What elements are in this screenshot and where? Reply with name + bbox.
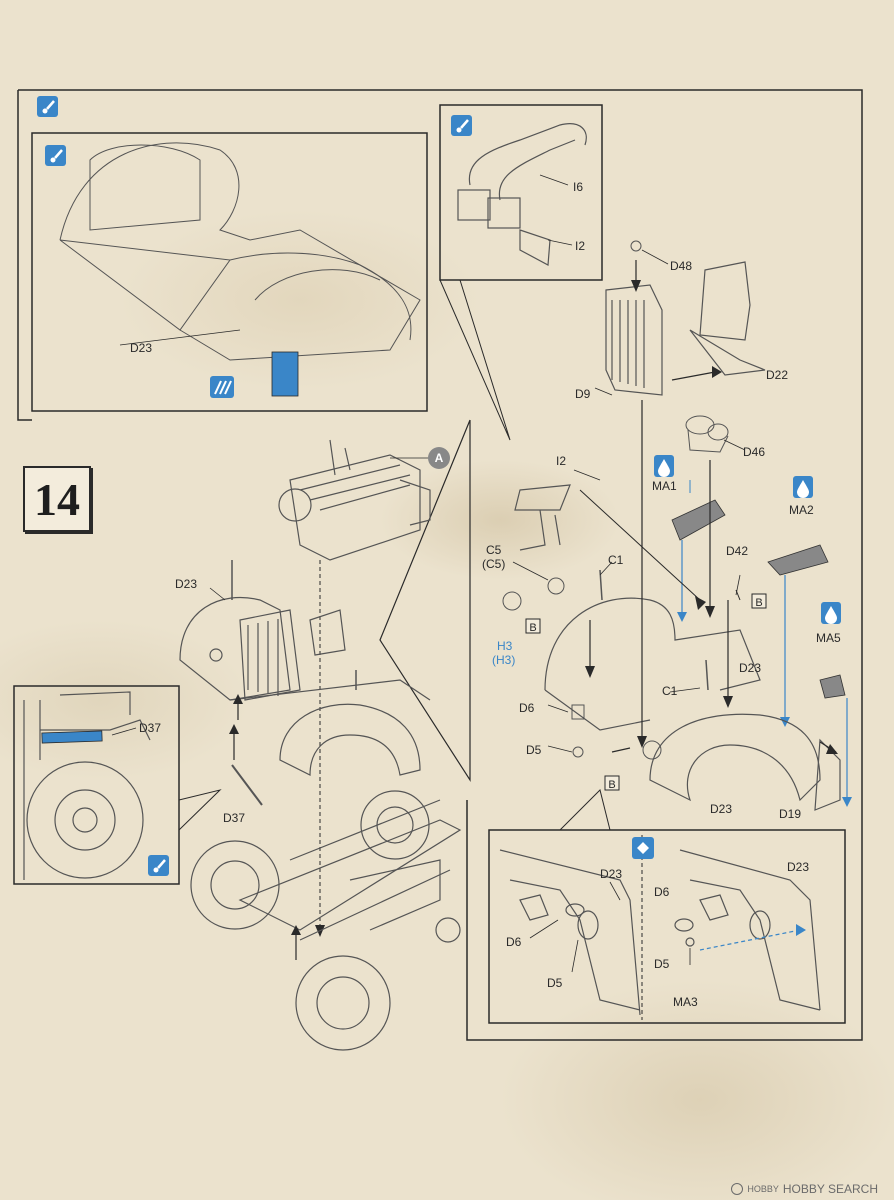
watermark-brand: HOBBY SEARCH xyxy=(782,1182,878,1196)
label-d5: D5 xyxy=(547,976,563,990)
fender-detail-frame xyxy=(31,132,428,412)
water-drop-icon xyxy=(821,602,841,624)
water-drop-icon xyxy=(793,476,813,498)
label-c1: C1 xyxy=(608,553,624,567)
label-c5: C5 xyxy=(486,543,502,557)
left-fender-assembly xyxy=(179,596,431,776)
ma2-part xyxy=(767,544,829,576)
chassis-drawing xyxy=(190,790,462,1051)
hobby-search-logo-icon xyxy=(731,1183,744,1195)
label-d23: D23 xyxy=(130,341,152,355)
label-d48: D48 xyxy=(670,259,692,273)
label-d6: D6 xyxy=(654,885,670,899)
main-frame xyxy=(18,89,863,1041)
label-ma3: MA3 xyxy=(673,995,698,1009)
radiator-drawing xyxy=(605,261,766,396)
callout-b-text: B xyxy=(755,597,762,609)
label-d23: D23 xyxy=(710,802,732,816)
label-i2: I2 xyxy=(556,454,566,468)
label-d22: D22 xyxy=(766,368,788,382)
label-i6: I6 xyxy=(573,180,583,194)
callout-b-text: B xyxy=(529,622,536,634)
engine-drawing xyxy=(278,439,431,561)
callout-b-box xyxy=(604,775,620,791)
label-d37: D37 xyxy=(139,721,161,735)
paint-marker-icon xyxy=(451,115,472,136)
radiator-hose-drawing xyxy=(457,123,587,266)
callout-a-text: A xyxy=(435,451,444,465)
label-c5-alt: (C5) xyxy=(482,557,505,571)
paint-marker-icon xyxy=(148,855,169,876)
label-c1: C1 xyxy=(662,684,678,698)
fender-paint-area xyxy=(271,351,299,397)
wheel-detail-frame xyxy=(13,685,180,885)
ma5-part xyxy=(819,674,846,699)
label-ma5: MA5 xyxy=(816,631,841,645)
label-d23: D23 xyxy=(739,661,761,675)
label-d6: D6 xyxy=(506,935,522,949)
label-d23: D23 xyxy=(600,867,622,881)
label-ma2: MA2 xyxy=(789,503,814,517)
label-h3: H3 xyxy=(497,639,513,653)
watermark-sub: HOBBY xyxy=(747,1184,779,1194)
mounting-detail-frame xyxy=(488,829,846,1024)
label-d5: D5 xyxy=(654,957,670,971)
label-d23: D23 xyxy=(175,577,197,591)
d37-paint-area xyxy=(41,730,103,744)
label-d37: D37 xyxy=(223,811,245,825)
d46-part xyxy=(685,415,729,453)
label-h3-alt: (H3) xyxy=(492,653,515,667)
label-ma1: MA1 xyxy=(652,479,677,493)
paint-marker-icon xyxy=(37,96,58,117)
flip-view-icon xyxy=(632,837,654,859)
wheel-detail-drawing xyxy=(23,691,151,880)
ma1-part xyxy=(671,499,726,541)
right-fender-assembly xyxy=(514,484,841,811)
label-i2: I2 xyxy=(575,239,585,253)
label-d6: D6 xyxy=(519,701,535,715)
label-d19: D19 xyxy=(779,807,801,821)
hatch-paint-icon xyxy=(210,376,234,398)
callout-a-badge xyxy=(428,447,450,469)
fender-detail-drawing xyxy=(59,142,421,361)
watermark: HOBBY HOBBY SEARCH xyxy=(731,1182,878,1196)
radiator-detail-frame xyxy=(439,104,603,281)
callout-b-box xyxy=(525,618,541,634)
label-d42: D42 xyxy=(726,544,748,558)
label-d9: D9 xyxy=(575,387,591,401)
callout-b-text: B xyxy=(608,779,615,791)
water-drop-icon xyxy=(654,455,674,477)
paint-marker-icon xyxy=(45,145,66,166)
step-number: 14 xyxy=(23,466,91,532)
callout-b-box xyxy=(751,593,767,609)
label-d23: D23 xyxy=(787,860,809,874)
mounting-detail-drawing xyxy=(499,849,821,1016)
label-d46: D46 xyxy=(743,445,765,459)
label-d5: D5 xyxy=(526,743,542,757)
